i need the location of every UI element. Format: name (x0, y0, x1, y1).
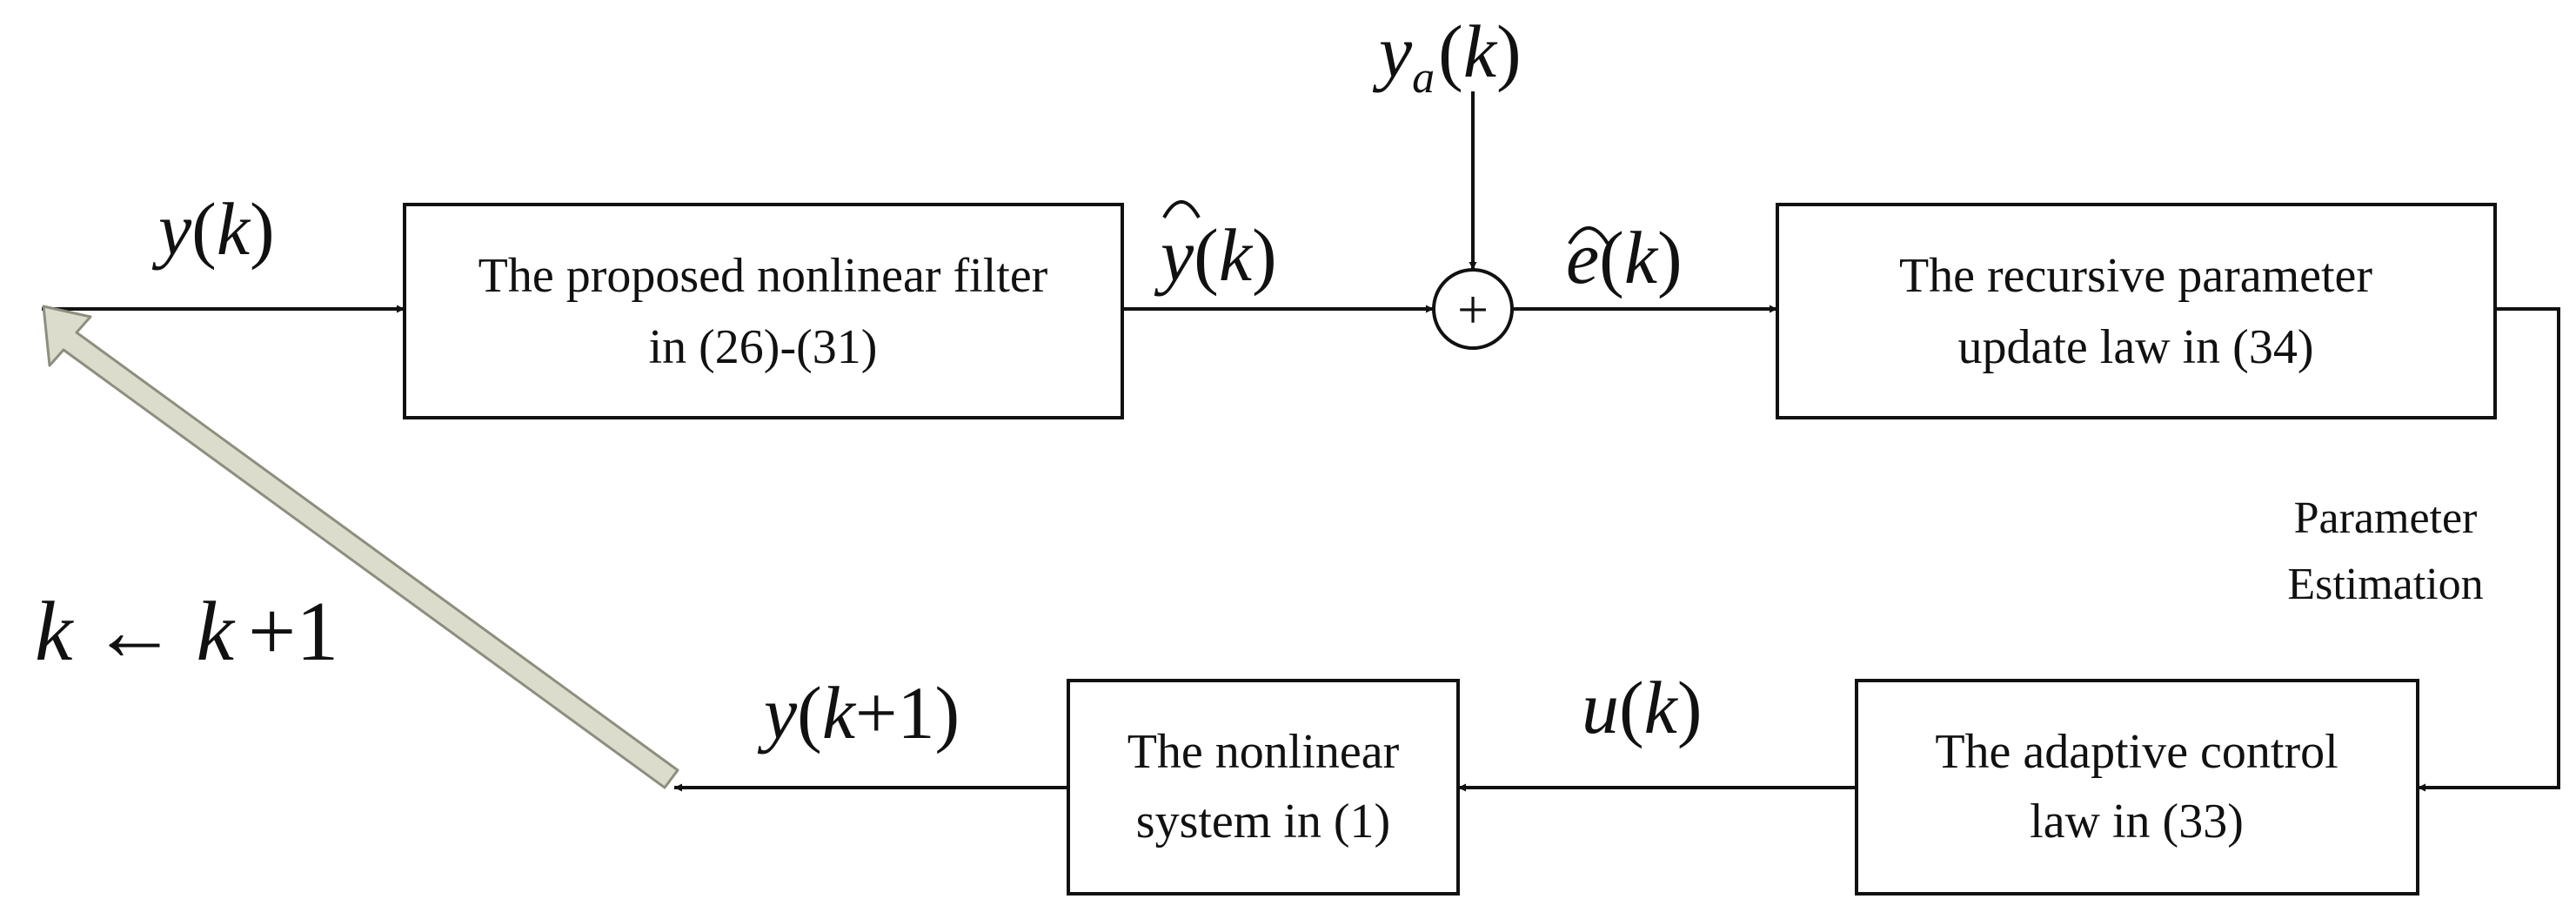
signal-e-hat-k: e(k) (1566, 216, 1683, 299)
update-law-block-line1: The recursive parameter (1899, 249, 2372, 303)
feedback-arrow (42, 305, 679, 789)
iteration-label: k←k+1 (35, 585, 338, 679)
filter-block-line1: The proposed nonlinear filter (478, 249, 1048, 303)
control-law-block-line2: law in (33) (2030, 795, 2244, 849)
wire-update-to-control (2418, 307, 2560, 792)
hat-accent (1162, 200, 1201, 218)
hat-accent (1568, 226, 1609, 245)
control-law-block-line1: The adaptive control (1935, 725, 2338, 779)
signal-y-hat-k: y(k) (1154, 200, 1277, 297)
signal-y-a-k: ya(k) (1372, 10, 1522, 103)
summing-plus: + (1457, 278, 1489, 340)
signal-y-k: y(k) (151, 187, 275, 271)
update-law-block: The recursive parameter update law in (3… (1776, 203, 2497, 419)
svg-text:e(k): e(k) (1566, 216, 1683, 299)
update-law-block-line2: update law in (34) (1958, 320, 2314, 374)
signal-u-k: u(k) (1582, 666, 1702, 749)
filter-block-line2: in (26)-(31) (649, 320, 878, 374)
system-block-line1: The nonlinear (1127, 725, 1400, 779)
parameter-estimation-line2: Estimation (2287, 560, 2483, 609)
svg-text:y(k): y(k) (1154, 213, 1277, 297)
filter-block: The proposed nonlinear filter in (26)-(3… (403, 203, 1124, 419)
system-block: The nonlinear system in (1) (1067, 679, 1460, 896)
signal-y-k-plus-1: y(k+1) (757, 671, 960, 755)
system-block-line2: system in (1) (1136, 795, 1390, 849)
parameter-estimation-line1: Parameter (2294, 493, 2478, 543)
control-law-block: The adaptive control law in (33) (1855, 679, 2419, 896)
summing-junction: + (1432, 268, 1514, 350)
